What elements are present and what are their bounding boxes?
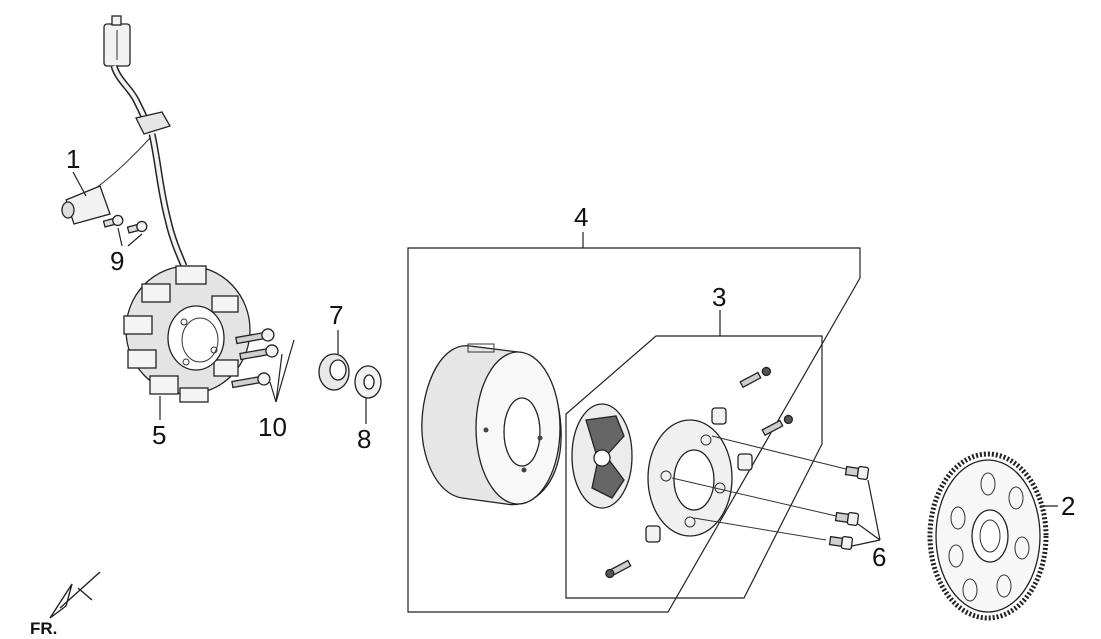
pulser-coil (61, 171, 111, 225)
clutch-plate (647, 419, 733, 537)
callout-10: 10 (258, 412, 287, 442)
front-direction-arrow-icon (49, 571, 101, 619)
callout-8: 8 (357, 424, 371, 454)
callout-6: 6 (872, 542, 886, 572)
wiring-harness (95, 15, 188, 268)
callout-7: 7 (329, 300, 343, 330)
callout-1: 1 (66, 144, 80, 174)
starter-driven-gear (927, 451, 1058, 621)
flywheel-rotor (421, 343, 562, 506)
callout-4: 4 (574, 202, 588, 232)
callout-5: 5 (152, 420, 166, 450)
orientation-label: FR. (30, 619, 57, 638)
stator (123, 265, 251, 420)
rollers-and-springs (605, 366, 794, 579)
callout-3: 3 (712, 282, 726, 312)
one-way-clutch (571, 403, 633, 509)
assembly-3-frame (565, 310, 823, 599)
assembly-4-frame (407, 232, 861, 613)
callout-9: 9 (110, 246, 124, 276)
clutch-bolts (671, 435, 881, 551)
washer (354, 365, 382, 424)
callout-2: 2 (1061, 491, 1075, 521)
flange-nut (318, 330, 350, 391)
small-screws (102, 214, 148, 247)
stator-bolts (231, 328, 295, 403)
